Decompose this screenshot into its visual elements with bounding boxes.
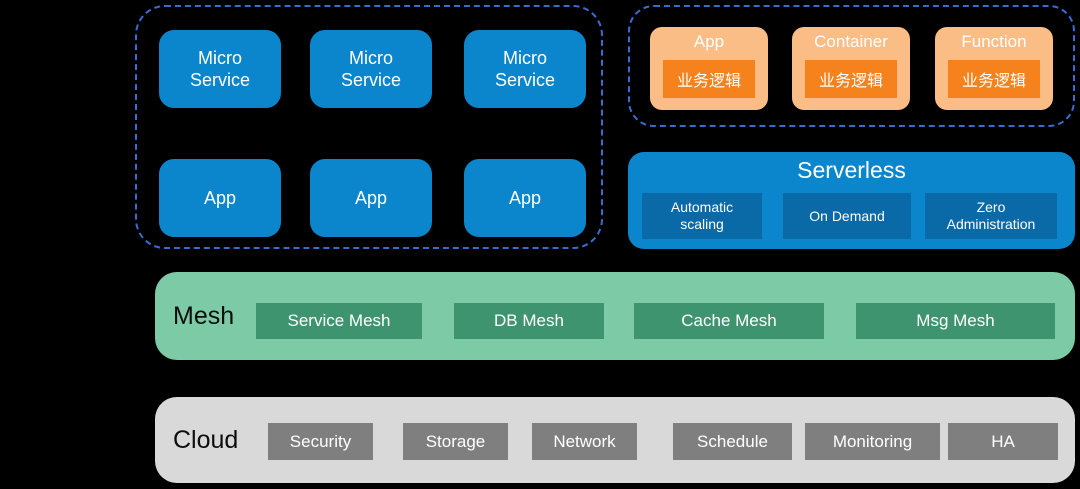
app-label: App	[508, 187, 542, 208]
business-logic-box: 业务逻辑	[805, 60, 897, 98]
runtime-box-app: App 业务逻辑	[650, 27, 768, 110]
mesh-item-db-mesh: DB Mesh	[454, 303, 604, 339]
microservice-app-group: Micro Service Micro Service Micro Servic…	[135, 5, 603, 249]
serverless-title: Serverless	[797, 157, 906, 183]
serverless-feature-zero-administration: Zero Administration	[925, 193, 1057, 239]
runtime-label: Function	[961, 32, 1027, 51]
runtime-group: App 业务逻辑 Container 业务逻辑 Function 业务逻辑	[628, 5, 1075, 127]
cloud-item-security: Security	[268, 423, 373, 460]
runtime-label: App	[693, 32, 725, 51]
micro-service-label: Micro Service	[189, 47, 251, 91]
mesh-item-msg-mesh: Msg Mesh	[856, 303, 1055, 339]
micro-service-box: Micro Service	[464, 30, 586, 108]
runtime-box-container: Container 业务逻辑	[792, 27, 910, 110]
cloud-layer: Cloud Security Storage Network Schedule …	[155, 397, 1075, 483]
app-box: App	[464, 159, 586, 237]
cloud-label: Cloud	[173, 425, 239, 454]
app-box: App	[159, 159, 281, 237]
business-logic-label: 业务逻辑	[818, 73, 883, 90]
mesh-item-service-mesh: Service Mesh	[256, 303, 422, 339]
serverless-feature-automatic-scaling: Automatic scaling	[642, 193, 762, 239]
micro-service-box: Micro Service	[310, 30, 432, 108]
cloud-item-schedule: Schedule	[673, 423, 792, 460]
cloud-item-monitoring: Monitoring	[805, 423, 940, 460]
micro-service-box: Micro Service	[159, 30, 281, 108]
cloud-item-storage: Storage	[403, 423, 508, 460]
mesh-layer: Mesh Service Mesh DB Mesh Cache Mesh Msg…	[155, 272, 1075, 360]
serverless-feature-on-demand: On Demand	[783, 193, 911, 239]
runtime-box-function: Function 业务逻辑	[935, 27, 1053, 110]
runtime-label: Container	[814, 32, 888, 51]
micro-service-label: Micro Service	[340, 47, 402, 91]
app-box: App	[310, 159, 432, 237]
mesh-item-cache-mesh: Cache Mesh	[634, 303, 824, 339]
business-logic-label: 业务逻辑	[961, 73, 1026, 90]
business-logic-box: 业务逻辑	[948, 60, 1040, 98]
cloud-item-network: Network	[532, 423, 637, 460]
app-label: App	[203, 187, 237, 208]
app-label: App	[354, 187, 388, 208]
mesh-label: Mesh	[173, 301, 235, 330]
business-logic-box: 业务逻辑	[663, 60, 755, 98]
cloud-item-ha: HA	[948, 423, 1058, 460]
business-logic-label: 业务逻辑	[676, 73, 741, 90]
serverless-panel: Serverless Automatic scaling On Demand Z…	[628, 152, 1075, 249]
micro-service-label: Micro Service	[494, 47, 556, 91]
